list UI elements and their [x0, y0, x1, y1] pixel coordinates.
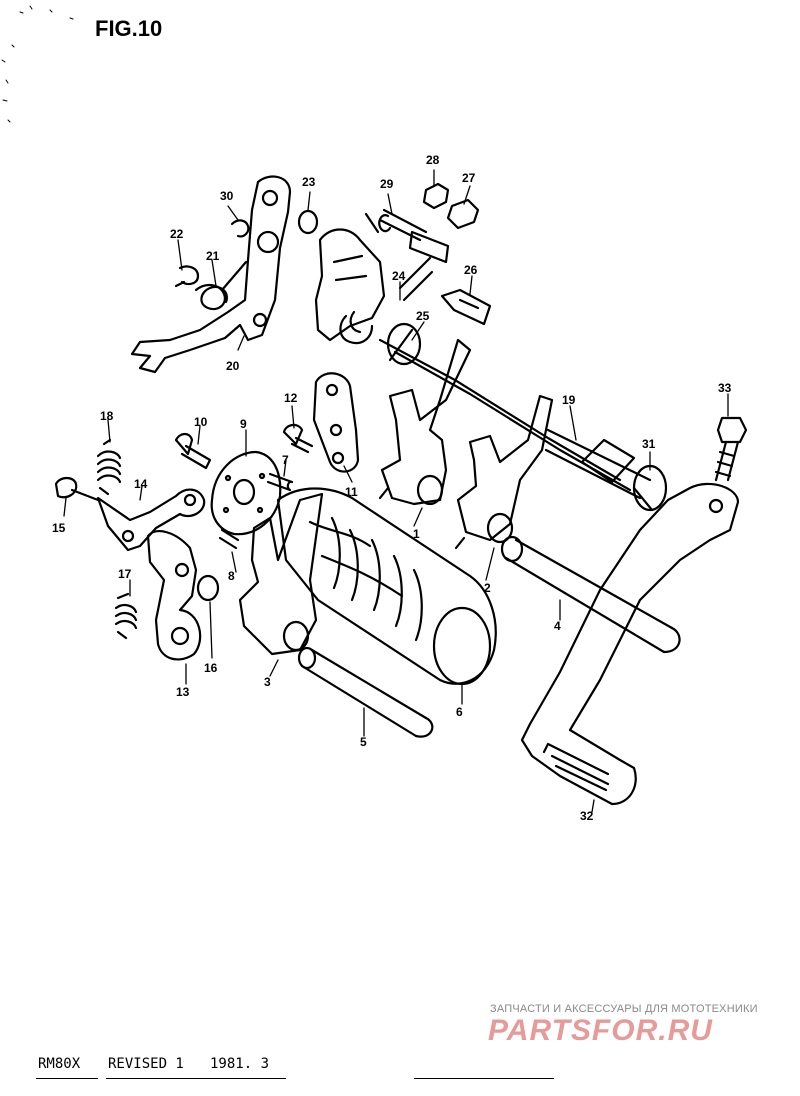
footer-rule-left [36, 1078, 98, 1079]
part-32-kick-lever [520, 482, 740, 806]
callout-9: 9 [240, 417, 247, 431]
callout-33: 33 [718, 381, 732, 395]
callout-23: 23 [302, 175, 316, 189]
callout-19: 19 [562, 393, 576, 407]
callout-8: 8 [228, 569, 235, 583]
part-2-fork [454, 394, 554, 550]
figure-title: FIG.10 [95, 16, 163, 41]
part-33-bolt [714, 416, 748, 482]
callout-7: 7 [282, 453, 289, 467]
callout-15: 15 [52, 521, 66, 535]
part-18-spring [96, 438, 122, 496]
part-3-fork [238, 492, 324, 656]
part-17-spring [114, 592, 138, 640]
callout-18: 18 [100, 409, 114, 423]
leader-lines [63, 169, 729, 813]
watermark-logo: PARTSFOR.RU [488, 1014, 713, 1047]
callout-5: 5 [360, 735, 367, 749]
callout-22: 22 [170, 227, 184, 241]
callout-17: 17 [118, 567, 132, 581]
part-12-screw [282, 423, 314, 454]
footer-revision: REVISED 1 [108, 1056, 184, 1072]
part-16-washer [196, 574, 220, 602]
callout-16: 16 [204, 661, 218, 675]
callout-21: 21 [206, 249, 220, 263]
part-26-bolt [440, 288, 492, 326]
part-28-nut [422, 182, 450, 210]
footer-rule-right [414, 1078, 554, 1079]
part-10-screw [174, 432, 212, 470]
part-19-shaft [544, 428, 652, 500]
scan-noise [1, 5, 74, 123]
callout-27: 27 [462, 171, 476, 185]
part-9-cam [210, 450, 282, 536]
callout-labels: 1 2 3 4 5 6 7 8 9 10 11 12 13 14 15 16 1… [52, 153, 732, 823]
callout-3: 3 [264, 675, 271, 689]
part-20-lever [130, 175, 292, 374]
callout-4: 4 [554, 619, 561, 633]
callout-25: 25 [416, 309, 430, 323]
part-14-lever [96, 488, 206, 552]
part-15-pin [54, 476, 100, 502]
part-21-spring [174, 260, 248, 311]
callout-28: 28 [426, 153, 440, 167]
part-1-fork [378, 338, 472, 506]
part-7-pin [266, 472, 294, 492]
callout-13: 13 [176, 685, 190, 699]
part-31-bushing [632, 464, 668, 512]
callout-31: 31 [642, 437, 656, 451]
part-11-plate [312, 372, 360, 473]
callout-11: 11 [345, 485, 358, 499]
part-29-bolt [364, 208, 450, 264]
callout-29: 29 [380, 177, 394, 191]
part-23-washer [297, 209, 319, 235]
part-4-shaft [500, 535, 681, 654]
footer-rule-mid [106, 1078, 286, 1079]
callout-12: 12 [284, 391, 298, 405]
part-8-pin [218, 528, 240, 550]
part-13-plate [146, 530, 202, 661]
callout-30: 30 [220, 189, 234, 203]
callout-6: 6 [456, 705, 463, 719]
callout-2: 2 [484, 581, 491, 595]
part-30-clip [230, 219, 250, 238]
callout-14: 14 [134, 477, 148, 491]
callout-20: 20 [226, 359, 240, 373]
callout-26: 26 [464, 263, 478, 277]
callout-24: 24 [392, 269, 406, 283]
footer-date: 1981. 3 [210, 1056, 270, 1072]
part-27-pin [446, 198, 480, 230]
callout-32: 32 [580, 809, 594, 823]
watermark-caption: ЗАПЧАСТИ И АКСЕССУАРЫ ДЛЯ МОТОТЕХНИКИ [490, 1003, 758, 1015]
part-5-shaft [297, 646, 434, 738]
callout-1: 1 [413, 527, 420, 541]
callout-10: 10 [194, 415, 208, 429]
footer-model: RM80X [38, 1056, 81, 1072]
